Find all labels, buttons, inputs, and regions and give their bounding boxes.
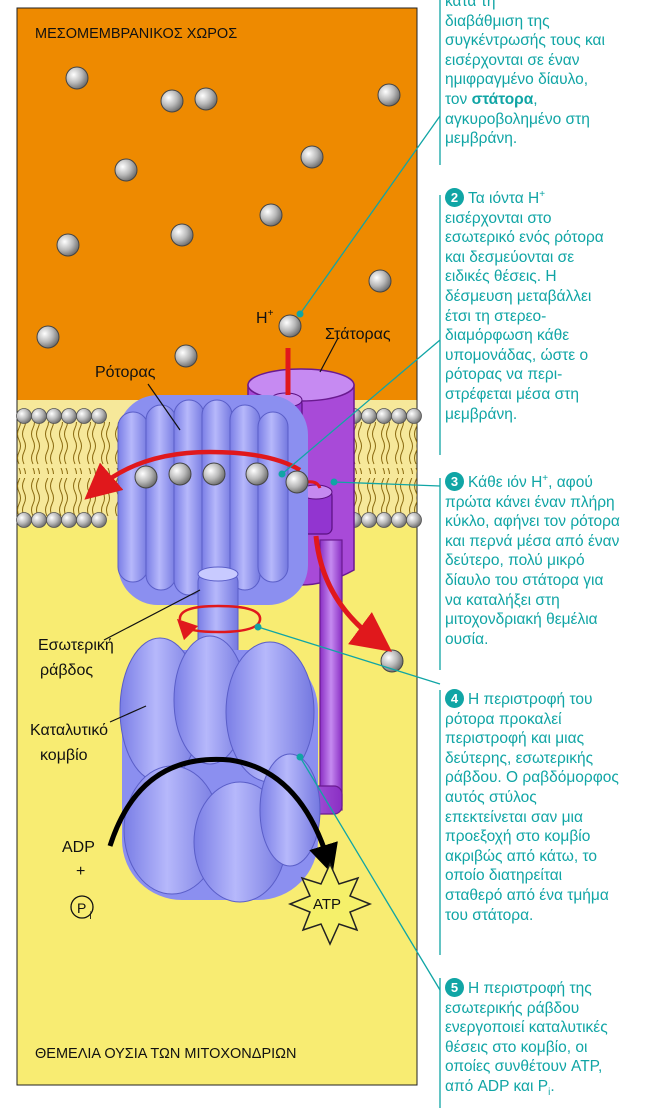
lipid-head [77, 409, 92, 424]
annotation-notes: κατά τη διαβάθμιση της συγκέντρωσής τους… [445, 0, 663, 149]
lipid-head [47, 409, 62, 424]
atp-label: ATP [313, 896, 341, 913]
lipid-head [32, 409, 47, 424]
lipid-head [392, 513, 407, 528]
lipid-head [62, 513, 77, 528]
lipid-head [77, 513, 92, 528]
catalytic-knob-label-line2: κομβίο [40, 747, 88, 764]
step-4-badge: 4 [445, 689, 464, 708]
intermembrane-space-label: ΜΕΣΟΜΕΜΒΡΑΝΙΚΟΣ ΧΩΡΟΣ [35, 26, 237, 42]
catalytic-knob [120, 636, 320, 902]
lipid-head [377, 409, 392, 424]
lipid-head [47, 513, 62, 528]
step-2-badge: 2 [445, 188, 464, 207]
lipid-head [92, 409, 107, 424]
rotor-label: Ρότορας [95, 364, 156, 381]
note-1: κατά τη διαβάθμιση της συγκέντρωσής τους… [445, 0, 663, 149]
matrix-label: ΘΕΜΕΛΙΑ ΟΥΣΙΑ ΤΩΝ ΜΙΤΟΧΟΝΔΡΙΩΝ [35, 1046, 296, 1062]
internal-rod-label-line1: Εσωτερική [38, 637, 114, 654]
lipid-head [17, 513, 32, 528]
lipid-head [407, 513, 422, 528]
lipid-head [362, 409, 377, 424]
lipid-head [377, 513, 392, 528]
adp-label: ADP [62, 839, 95, 856]
stator-label: Στάτορας [325, 326, 391, 343]
lipid-head [362, 513, 377, 528]
plus-label: + [76, 863, 85, 880]
lipid-head [17, 409, 32, 424]
step-3-badge: 3 [445, 472, 464, 491]
lipid-head [92, 513, 107, 528]
lipid-head [62, 409, 77, 424]
lipid-head [407, 409, 422, 424]
catalytic-knob-label-line1: Καταλυτικό [30, 722, 108, 739]
step-5-badge: 5 [445, 978, 464, 997]
internal-rod-label-line2: ράβδος [40, 662, 93, 679]
lipid-head [392, 409, 407, 424]
lipid-head [32, 513, 47, 528]
